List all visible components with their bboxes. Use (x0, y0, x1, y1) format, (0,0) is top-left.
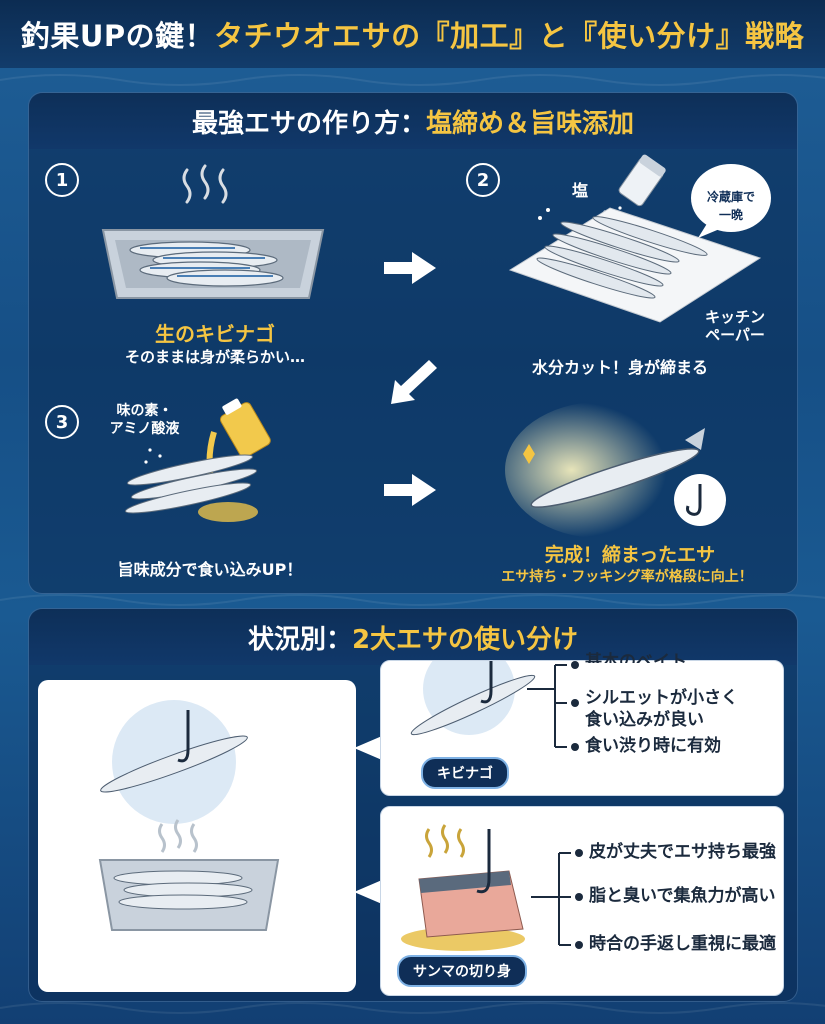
usage-title-part-1: 状況別： (247, 624, 352, 655)
bracket-lines (527, 664, 567, 748)
kibinago-fish-illustration (410, 661, 536, 736)
kitchen-paper-label: キッチン ペーパー (704, 308, 765, 344)
process-title-part-1: 最強エサの作り方： (191, 108, 426, 139)
fridge-label: 冷蔵庫で 一晩 (706, 190, 755, 222)
salt-label: 塩 (571, 181, 588, 200)
arrow-right-icon-2 (384, 474, 436, 506)
step-4-subcaption: エサ持ち・フッキング率が格段に向上！ (501, 569, 753, 585)
sanma-card: サンマの切り身 皮が丈夫でエサ持ち最強 脂と臭いで集魚力が高い 時合の手返し重視… (380, 806, 784, 996)
bullet-dot-6 (575, 941, 583, 949)
step-1-subcaption: そのままは身が柔らかい… (124, 348, 305, 366)
kibinago-bullet-3: 食い渋り時に有効 (585, 736, 721, 756)
bullet-dot-5 (575, 893, 583, 901)
step-3-number: 3 (45, 405, 79, 439)
bullet-dot-3 (571, 743, 579, 751)
usage-title-part-2: 2大エサの使い分け (351, 624, 579, 655)
arrow-right-icon (384, 252, 436, 284)
page-title: 釣果UPの鍵！ タチウオエサの『加工』と『使い分け』戦略 (0, 0, 825, 68)
kibinago-label: キビナゴ (421, 757, 509, 789)
bullet-dot-4 (575, 849, 583, 857)
step-1-number: 1 (45, 163, 79, 197)
arrow-down-left-icon (391, 360, 437, 404)
amino-label: 味の素・ アミノ酸液 (109, 403, 180, 437)
step-3-subcaption: 旨味成分で食い込みUP！ (117, 560, 303, 579)
hook-icon (674, 474, 726, 526)
step-1-caption: 生のキビナゴ (155, 322, 275, 346)
sanma-bullet-3: 時合の手返し重視に最適 (589, 934, 776, 954)
bait-comparison-illustration (98, 700, 280, 931)
fridge-speech-bubble (691, 164, 771, 238)
salt-paper-illustration (508, 154, 762, 323)
amino-bottle-illustration (124, 398, 271, 522)
kibinago-card: キビナゴ 基本のベイト シルエットが小さく 食い込みが良い 食い渋り時に有効 (380, 652, 784, 796)
pointer-arrow-icon (354, 736, 382, 760)
sanma-label: サンマの切り身 (397, 955, 527, 987)
step-2-number: 2 (466, 163, 500, 197)
kibinago-bullet-2: シルエットが小さく 食い込みが良い (585, 688, 738, 730)
sanma-bullet-2: 脂と臭いで集魚力が高い (589, 886, 776, 906)
usage-panel-title: 状況別： 2大エサの使い分け (29, 609, 797, 665)
bracket-lines-2 (531, 852, 571, 946)
bullet-dot (571, 661, 579, 669)
title-part-1: 釣果UPの鍵！ (20, 19, 215, 53)
sanma-fillet-illustration (401, 824, 525, 951)
title-part-2: タチウオエサの『加工』と『使い分け』戦略 (214, 19, 805, 53)
process-panel-title: 最強エサの作り方： 塩締め＆旨味添加 (29, 93, 797, 149)
kibinago-bullet-1: 基本のベイト (585, 652, 687, 663)
finished-bait-illustration (505, 402, 713, 538)
bullet-dot-2 (571, 699, 579, 707)
fish-tray-illustration (101, 164, 325, 299)
sanma-bullet-1: 皮が丈夫でエサ持ち最強 (589, 842, 776, 862)
step-4-caption: 完成！締まったエサ (544, 544, 716, 566)
process-title-part-2: 塩締め＆旨味添加 (426, 108, 635, 139)
bait-comparison-card (38, 680, 356, 992)
pointer-arrow-icon-2 (354, 880, 382, 904)
step-2-subcaption: 水分カット！身が締まる (531, 358, 708, 377)
